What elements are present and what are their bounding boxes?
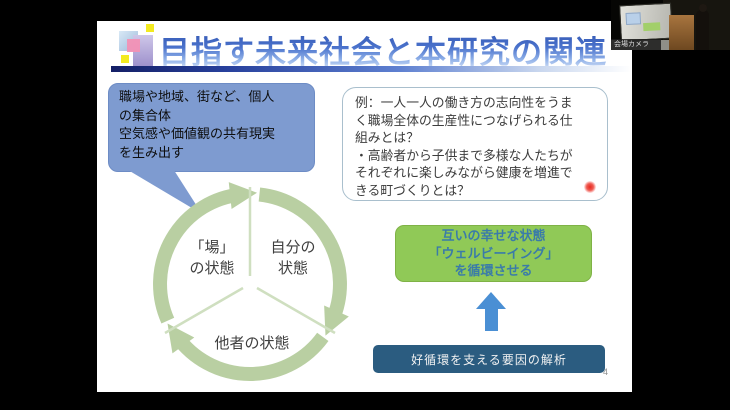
up-arrow-icon <box>476 292 506 331</box>
example-box: 例：一人一人の働き方の志向性をうま く職場全体の生産性につなげられる仕 組みとは… <box>342 87 608 201</box>
title-decoration-icon <box>111 24 157 68</box>
presenter-head <box>699 4 707 12</box>
video-thumbnail[interactable]: 会場カメラ <box>611 0 730 50</box>
cycle-label-place: 「場」 の状態 <box>189 239 235 277</box>
decoration-square-yellow <box>121 55 129 63</box>
slide-title: 目指す未来社会と本研究の関連 <box>159 27 629 72</box>
cycle-label-others: 他者の状態 <box>214 335 290 352</box>
presentation-slide: 目指す未来社会と本研究の関連 職場や地域、街など、個人 の集合体 空気感や価値観… <box>97 21 632 392</box>
analysis-box-text: 好循環を支える要因の解析 <box>411 352 567 367</box>
title-underline <box>111 66 632 72</box>
wellbeing-box: 互いの幸せな状態 「ウェルビーイング」 を循環させる <box>395 225 592 282</box>
cycle-diagram <box>153 182 349 381</box>
up-arrow-head <box>476 292 506 309</box>
wellbeing-box-text: 互いの幸せな状態 「ウェルビーイング」 を循環させる <box>428 228 559 279</box>
analysis-box: 好循環を支える要因の解析 <box>373 345 605 373</box>
participant-name-label: 会場カメラ <box>611 39 661 50</box>
speech-bubble: 職場や地域、街など、個人 の集合体 空気感や価値観の共有現実 を生み出す <box>108 83 315 172</box>
projected-green-box <box>643 22 661 32</box>
projection-screen <box>619 2 673 42</box>
decoration-square-yellow <box>146 24 154 32</box>
projected-blue-box <box>625 12 642 26</box>
page-number: 4 <box>603 367 609 377</box>
speech-bubble-text: 職場や地域、街など、個人 の集合体 空気感や価値観の共有現実 を生み出す <box>119 89 276 160</box>
podium <box>669 15 694 50</box>
cycle-label-self: 自分の 状態 <box>270 239 316 277</box>
up-arrow-stem <box>484 309 498 331</box>
laser-pointer-dot <box>584 181 596 193</box>
decoration-square-pink <box>127 39 140 52</box>
presenter-silhouette <box>696 10 709 50</box>
example-box-text: 例：一人一人の働き方の志向性をうま く職場全体の生産性につなげられる仕 組みとは… <box>355 95 573 198</box>
